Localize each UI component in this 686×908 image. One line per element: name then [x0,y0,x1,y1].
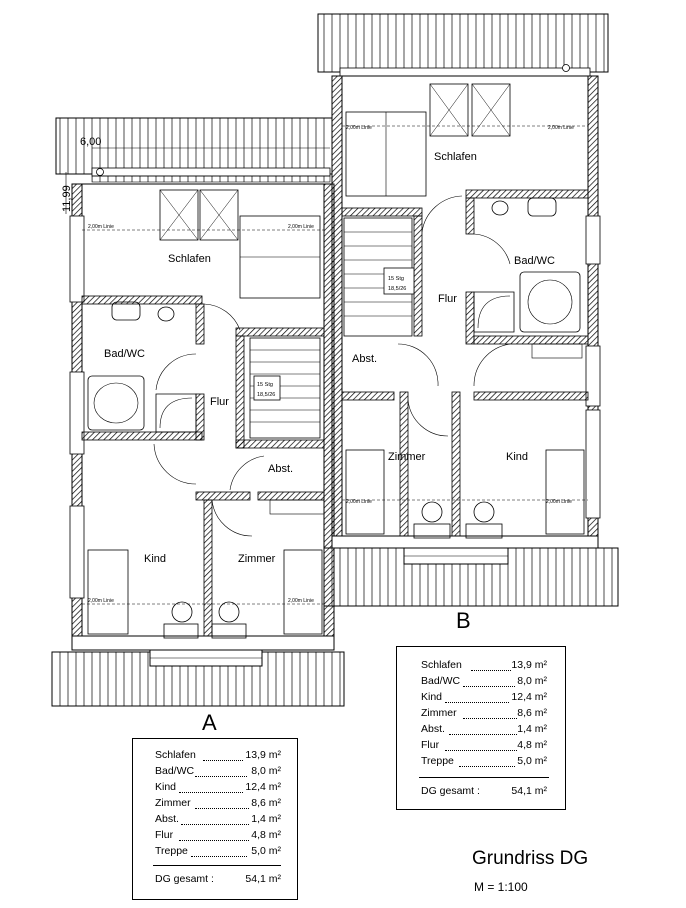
area-value: 13,9 m² [245,749,281,761]
note-b-2: 2,00m Linie [548,125,574,131]
area-row: Flur 4,8 m² [133,829,297,846]
area-room: Schlafen [421,659,462,671]
area-total-value: 54,1 m² [511,785,547,797]
stair-b-ratio: 18,5/26 [388,286,406,292]
room-label-a-zimmer: Zimmer [238,553,276,565]
unit-b-stair [343,217,415,337]
note-a-3: 2,00m Linie [88,598,114,604]
area-row: Bad/WC 8,0 m² [397,675,565,692]
unit-a-labels: 6,00 11,99 Schlafen Bad/WC Flur Abst. Ki… [61,136,314,735]
unit-b-labels: Schlafen Bad/WC Flur Abst. Zimmer Kind 1… [346,125,574,633]
area-row: Zimmer 8,6 m² [397,707,565,724]
room-label-b-kind: Kind [506,451,528,463]
dim-width-label: 6,00 [80,136,101,148]
area-room: Flur [421,739,440,751]
stair-a-ratio: 18,5/26 [257,392,275,398]
room-label-b-zimmer: Zimmer [388,451,426,463]
area-value: 8,0 m² [251,765,281,777]
area-value: 1,4 m² [517,723,547,735]
unit-b-letter: B [456,608,471,633]
room-label-a-schlafen: Schlafen [168,253,211,265]
area-room: Zimmer [421,707,457,719]
room-label-a-kind: Kind [144,553,166,565]
area-row: Kind 12,4 m² [397,691,565,708]
unit-a-stair [249,337,321,439]
area-row: Flur 4,8 m² [397,739,565,756]
note-b-3: 2,00m Linie [346,499,372,505]
unit-a [51,117,345,707]
area-table-a: Schlafen 13,9 m² Bad/WC 8,0 m² Kind 12,4… [132,738,298,900]
unit-a-roof-top [55,117,333,175]
stair-a-steps: 15 Stg [257,382,273,388]
area-room: Abst. [155,813,179,825]
area-room: Flur [155,829,174,841]
area-value: 12,4 m² [245,781,281,793]
area-room: Abst. [421,723,445,735]
room-label-a-abst: Abst. [268,463,293,475]
note-a-1: 2,00m Linie [88,224,114,230]
area-row: Kind 12,4 m² [133,781,297,798]
room-label-b-flur: Flur [438,293,457,305]
area-value: 8,6 m² [517,707,547,719]
area-value: 8,6 m² [251,797,281,809]
area-total-value: 54,1 m² [245,873,281,885]
area-value: 12,4 m² [511,691,547,703]
area-row: Treppe 5,0 m² [133,845,297,862]
area-room: Treppe [155,845,188,857]
area-room: Treppe [421,755,454,767]
room-label-a-bad: Bad/WC [104,348,145,360]
note-b-1: 2,00m Linie [346,125,372,131]
area-value: 8,0 m² [517,675,547,687]
area-value: 4,8 m² [251,829,281,841]
area-row: Bad/WC 8,0 m² [133,765,297,782]
area-row: Treppe 5,0 m² [397,755,565,772]
area-table-b: Schlafen 13,9 m² Bad/WC 8,0 m² Kind 12,4… [396,646,566,810]
area-room: Kind [155,781,177,793]
area-value: 5,0 m² [517,755,547,767]
room-label-b-bad: Bad/WC [514,255,555,267]
note-a-4: 2,00m Linie [288,598,314,604]
area-row: Abst. 1,4 m² [397,723,565,740]
area-total-row: DG gesamt : 54,1 m² [133,873,297,890]
unit-a-letter: A [202,710,217,735]
area-row: Schlafen 13,9 m² [133,749,297,766]
area-total-label: DG gesamt : [421,785,480,797]
area-total-row: DG gesamt : 54,1 m² [397,785,565,802]
room-label-b-schlafen: Schlafen [434,151,477,163]
area-room: Bad/WC [155,765,195,777]
unit-b [317,13,619,607]
area-room: Zimmer [155,797,191,809]
unit-b-roof-top [317,13,609,73]
room-label-a-flur: Flur [210,396,229,408]
area-value: 4,8 m² [517,739,547,751]
area-row: Abst. 1,4 m² [133,813,297,830]
area-total-label: DG gesamt : [155,873,214,885]
area-room: Schlafen [155,749,196,761]
area-value: 5,0 m² [251,845,281,857]
area-room: Bad/WC [421,675,461,687]
area-value: 13,9 m² [511,659,547,671]
area-row: Schlafen 13,9 m² [397,659,565,676]
area-value: 1,4 m² [251,813,281,825]
area-row: Zimmer 8,6 m² [133,797,297,814]
room-label-b-abst: Abst. [352,353,377,365]
stair-b-steps: 15 Stg [388,276,404,282]
drawing-title: Grundriss DG [472,848,589,869]
drawing-scale: M = 1:100 [474,880,528,894]
area-room: Kind [421,691,443,703]
note-b-4: 2,00m Linie [546,499,572,505]
dim-height-label: 11,99 [61,185,73,212]
note-a-2: 2,00m Linie [288,224,314,230]
